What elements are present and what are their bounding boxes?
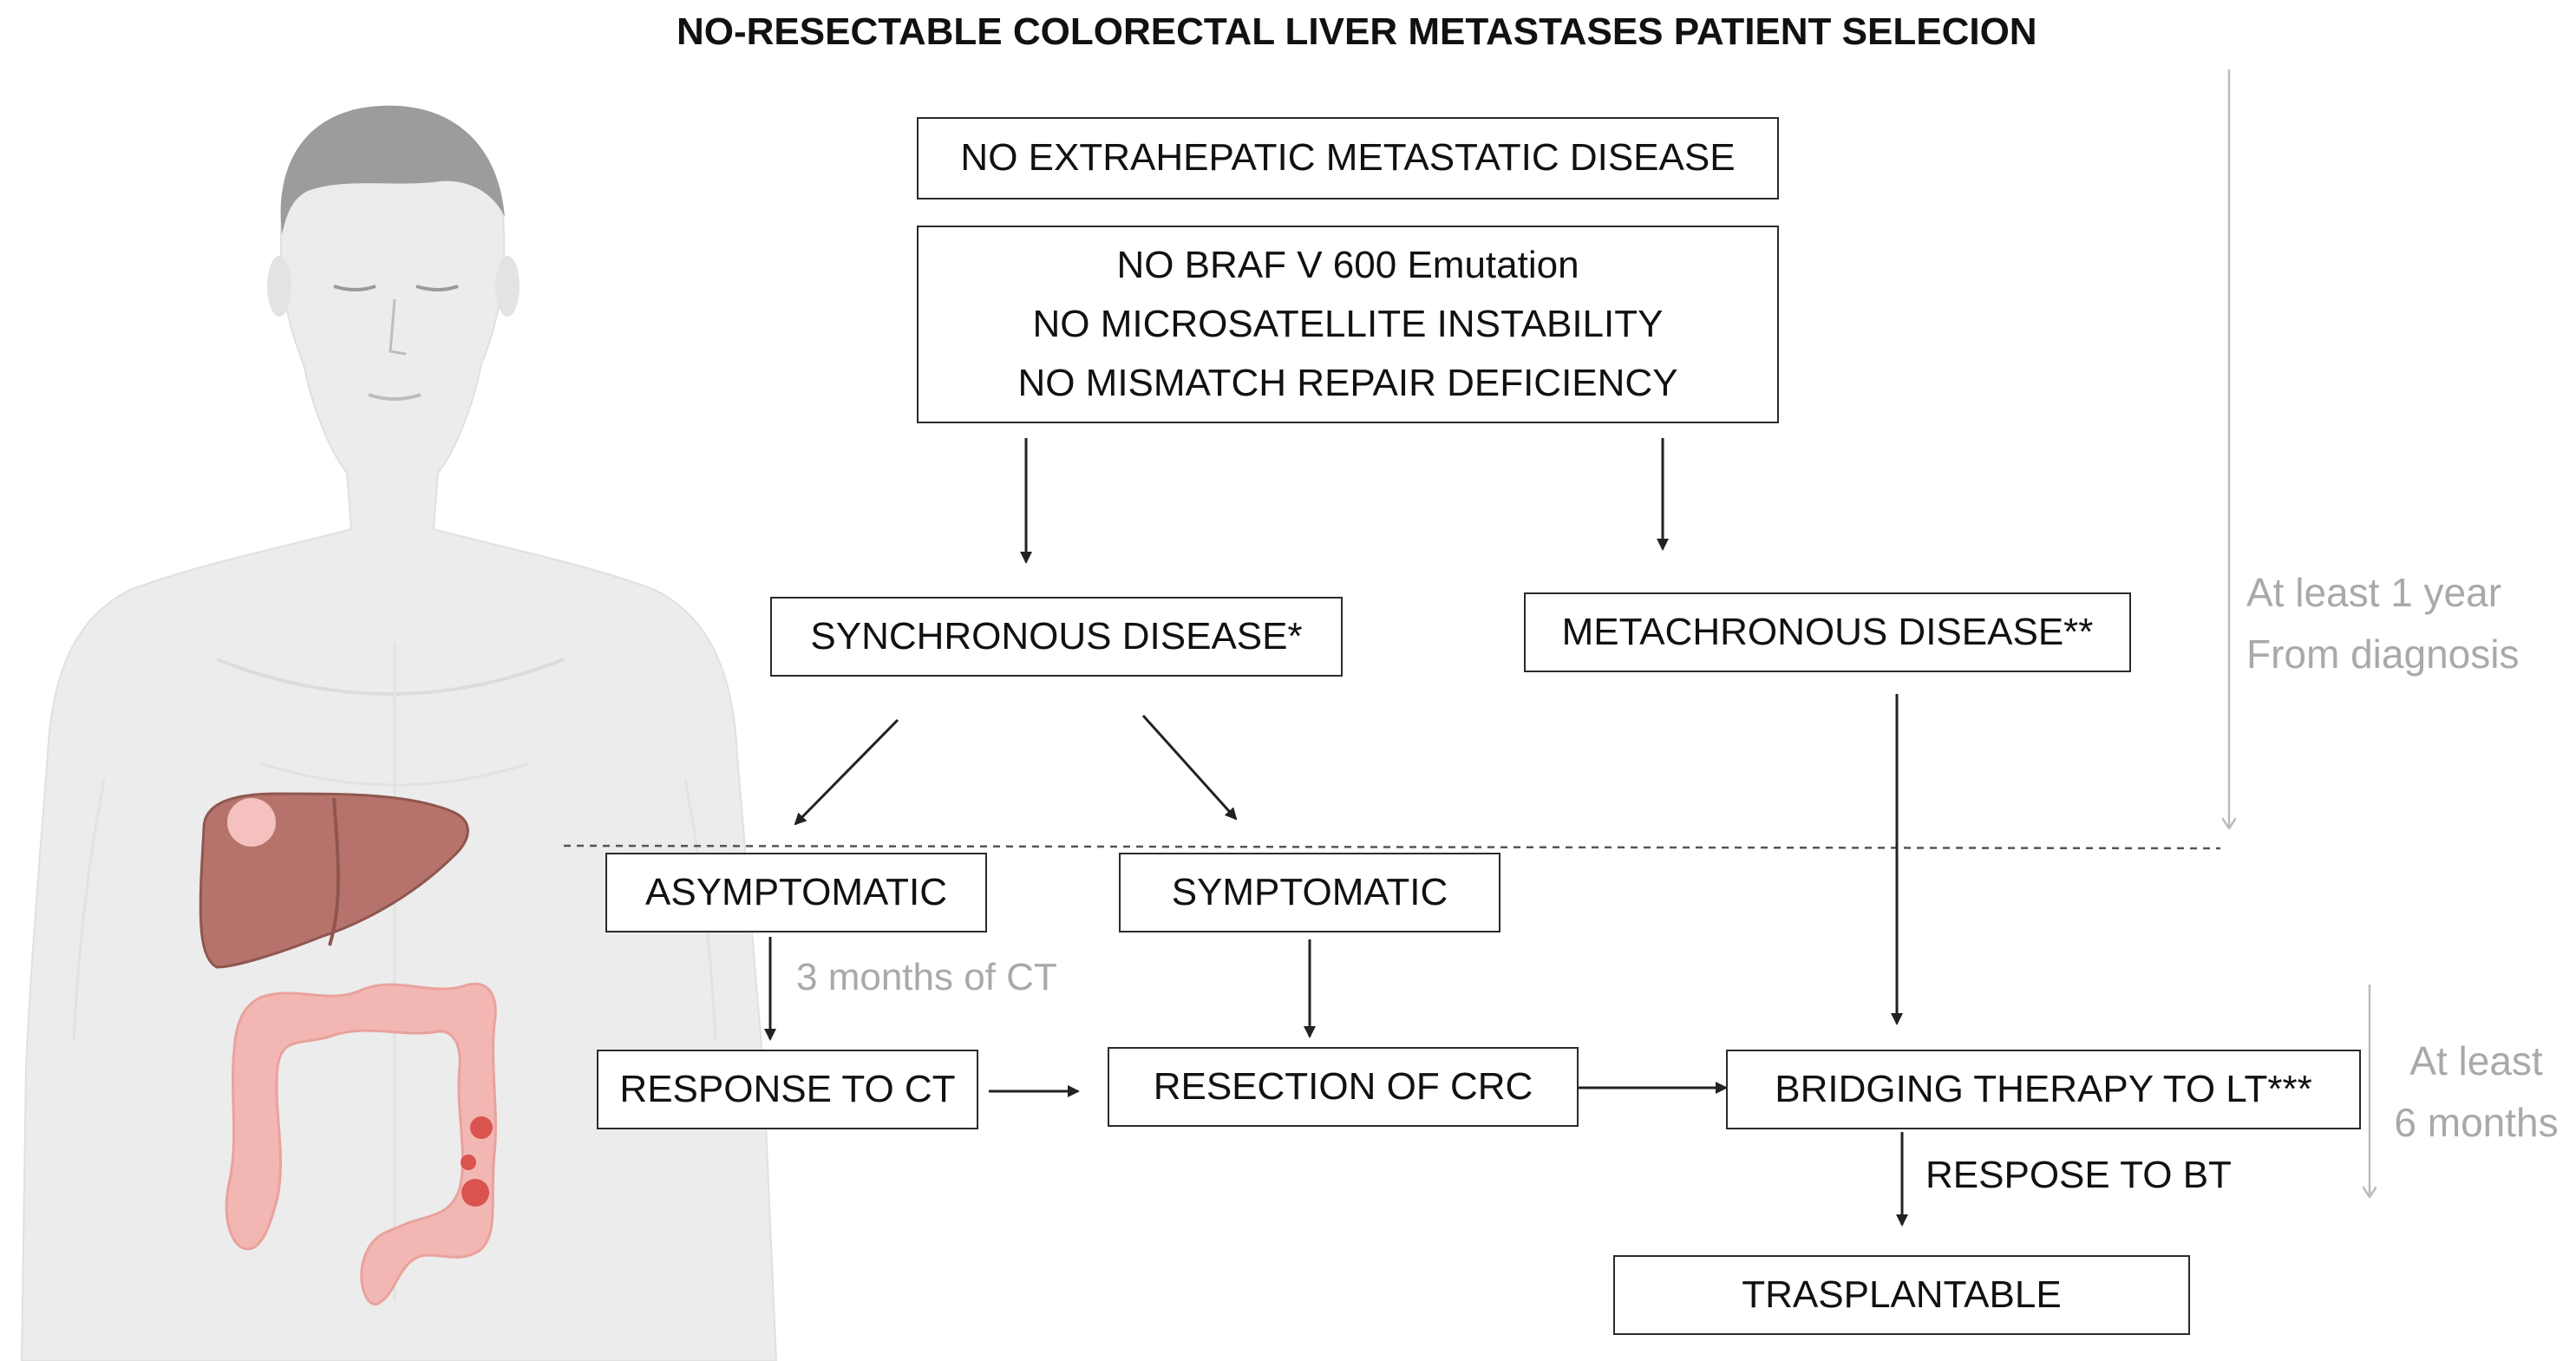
timeline-six-months: At least 6 months: [2377, 1031, 2576, 1155]
timeline-six-months-line1: At least: [2409, 1038, 2543, 1083]
diagram-title: NO-RESECTABLE COLORECTAL LIVER METASTASE…: [677, 10, 2037, 53]
criteria-braf: NO BRAF V 600 Emutation: [1116, 243, 1579, 286]
timeline-one-year: At least 1 year From diagnosis: [2246, 562, 2519, 686]
trasplantable-label: TRASPLANTABLE: [1742, 1273, 2062, 1316]
response-ct-label: RESPONSE TO CT: [619, 1067, 956, 1110]
criteria-box: NO BRAF V 600 Emutation NO MICROSATELLIT…: [917, 226, 1779, 423]
three-months-ct-label: 3 months of CT: [796, 956, 1057, 998]
arrow-synchronous-to-asymptomatic: [794, 718, 899, 826]
symptomatic-label: SYMPTOMATIC: [1171, 870, 1448, 913]
no-extrahepatic-label: NO EXTRAHEPATIC METASTATIC DISEASE: [960, 136, 1736, 180]
arrow-synchronous-to-symptomatic: [1141, 714, 1238, 821]
liver-icon: [199, 792, 469, 969]
timeline-six-months-line2: 6 months: [2394, 1100, 2559, 1146]
asymptomatic-label: ASYMPTOMATIC: [645, 870, 947, 913]
colon-icon: [225, 982, 497, 1305]
asymptomatic-box: ASYMPTOMATIC: [605, 853, 987, 932]
trasplantable-box: TRASPLANTABLE: [1613, 1255, 2190, 1335]
resection-crc-label: RESECTION OF CRC: [1153, 1064, 1533, 1108]
symptomatic-box: SYMPTOMATIC: [1119, 853, 1500, 932]
human-torso-icon: [20, 105, 778, 1361]
response-ct-box: RESPONSE TO CT: [597, 1050, 978, 1129]
metachronous-label: METACHRONOUS DISEASE**: [1561, 610, 2094, 653]
respose-to-bt-label: RESPOSE TO BT: [1925, 1154, 2232, 1196]
bridging-box: BRIDGING THERAPY TO LT***: [1726, 1050, 2361, 1129]
timeline-one-year-line2: From diagnosis: [2246, 631, 2520, 677]
criteria-mmr: NO MISMATCH REPAIR DEFICIENCY: [1017, 362, 1678, 405]
resection-crc-box: RESECTION OF CRC: [1108, 1047, 1579, 1127]
timeline-one-year-line1: At least 1 year: [2246, 570, 2502, 615]
metachronous-box: METACHRONOUS DISEASE**: [1524, 592, 2131, 672]
no-extrahepatic-box: NO EXTRAHEPATIC METASTATIC DISEASE: [917, 117, 1779, 200]
synchronous-label: SYNCHRONOUS DISEASE*: [810, 614, 1303, 658]
dashed-separator: [563, 844, 2221, 850]
synchronous-box: SYNCHRONOUS DISEASE*: [770, 597, 1343, 677]
criteria-msi: NO MICROSATELLITE INSTABILITY: [1032, 302, 1664, 345]
bridging-label: BRIDGING THERAPY TO LT***: [1775, 1067, 2312, 1110]
